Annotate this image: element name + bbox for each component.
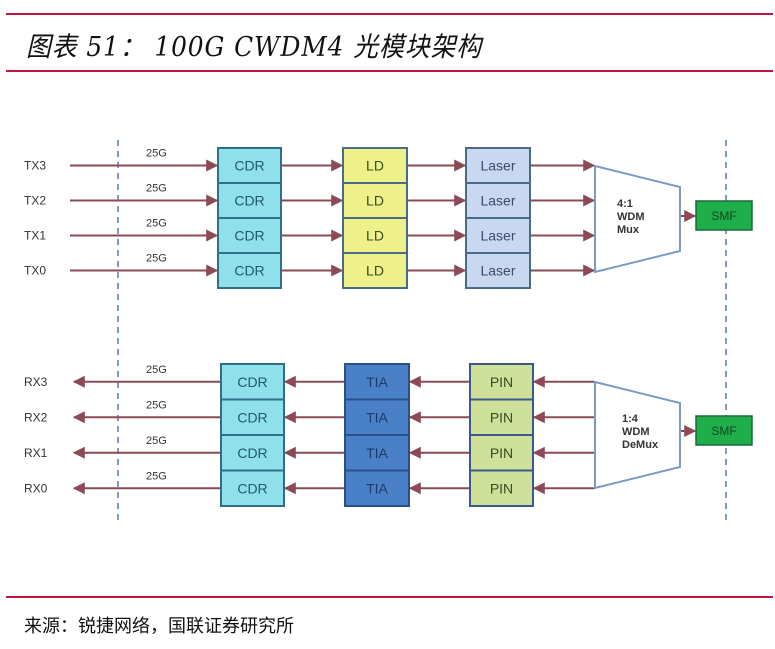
tx-rate-label: 25G [146,253,167,265]
tx-laser-box-label: Laser [480,193,515,209]
rx-tia-box-label: TIA [366,480,388,496]
wdm-mux-label: WDM [617,211,645,223]
rx-lane-label: RX2 [24,410,48,424]
wdm-demux-label: 1:4 [622,413,639,425]
rx-cdr-box [220,363,285,401]
bottom-rule [6,596,773,598]
rx-cdr-box-label: CDR [237,374,267,390]
tx-rate-label: 25G [146,148,167,160]
rx-cdr-box [220,469,285,507]
rx-lane-label: RX1 [24,446,48,460]
rx-cdr-box-label: CDR [237,480,267,496]
rx-tia-box-label: TIA [366,374,388,390]
source-note: 来源：锐捷网络，国联证券研究所 [24,616,294,637]
tx-laser-box [465,252,531,289]
rx-pin-box-label: PIN [490,374,513,390]
rx-pin-box [469,469,534,507]
wdm-demux-trapezoid [594,380,681,490]
tx-ld-box-label: LD [366,193,384,209]
tx-laser-box-label: Laser [480,158,515,174]
tx-lane-label: TX2 [24,194,46,208]
wdm-mux-trapezoid [594,164,681,274]
tx-cdr-box-label: CDR [234,263,264,279]
tx-laser-box [465,147,531,184]
title-underline [6,70,773,72]
wdm-demux-label: WDM [622,426,650,438]
wdm-demux-label: DeMux [622,439,659,451]
rx-rate-label: 25G [146,364,167,376]
tx-cdr-box [217,252,282,289]
tx-lane-label: TX3 [24,159,46,173]
tx-cdr-box-label: CDR [234,193,264,209]
tx-cdr-box [217,147,282,184]
rx-tia-box [344,398,410,436]
rx-pin-box [469,363,534,401]
tx-ld-box [342,252,408,289]
rx-tia-box-label: TIA [366,445,388,461]
rx-lane-label: RX3 [24,375,48,389]
tx-rate-label: 25G [146,218,167,230]
tx-ld-box [342,217,408,254]
rx-cdr-box [220,398,285,436]
tx-ld-box-label: LD [366,263,384,279]
wdm-mux-label: 4:1 [617,198,633,210]
rx-rate-label: 25G [146,470,167,482]
tx-ld-box-label: LD [366,228,384,244]
tx-rate-label: 25G [146,183,167,195]
rx-lane-label: RX0 [24,481,48,495]
rx-cdr-box-label: CDR [237,409,267,425]
rx-smf-label: SMF [711,424,736,438]
tx-lane-label: TX0 [24,264,46,278]
tx-lane-label: TX1 [24,229,46,243]
wdm-mux-label: Mux [617,224,640,236]
tx-ld-box-label: LD [366,158,384,174]
top-rule [6,13,773,15]
rx-pin-box-label: PIN [490,445,513,461]
figure-title: 图表 51： 100G CWDM4 光模块架构 [26,32,483,63]
rx-pin-box-label: PIN [490,480,513,496]
rx-rate-label: 25G [146,435,167,447]
tx-smf-label: SMF [711,209,736,223]
rx-tia-box-label: TIA [366,409,388,425]
rx-rate-label: 25G [146,399,167,411]
rx-smf-box [695,415,753,446]
tx-laser-box-label: Laser [480,263,515,279]
tx-cdr-box [217,217,282,254]
rx-tia-box [344,434,410,472]
tx-cdr-box-label: CDR [234,228,264,244]
rx-pin-box [469,434,534,472]
rx-tia-box [344,469,410,507]
rx-pin-box-label: PIN [490,409,513,425]
rx-tia-box [344,363,410,401]
tx-smf-box [695,200,753,231]
tx-laser-box-label: Laser [480,228,515,244]
rx-cdr-box-label: CDR [237,445,267,461]
rx-cdr-box [220,434,285,472]
tx-cdr-box-label: CDR [234,158,264,174]
